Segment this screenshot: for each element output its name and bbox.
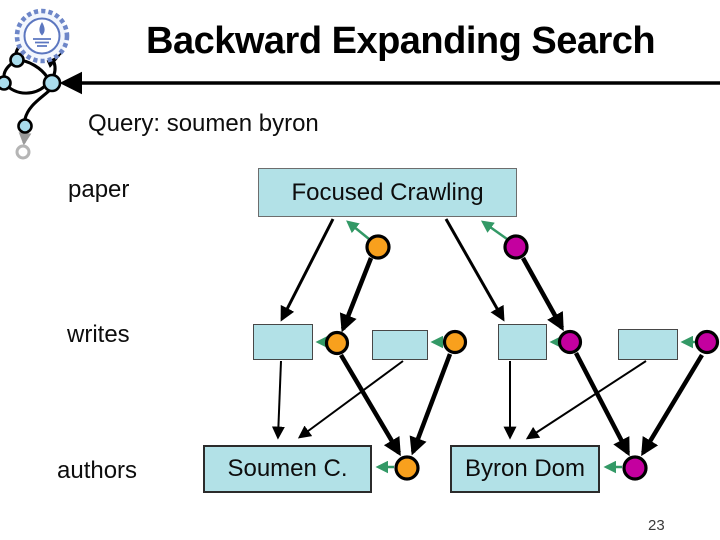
writes-page-box-4 (618, 329, 678, 360)
soumen-box: Soumen C. (203, 445, 372, 493)
paper-node-soumen (365, 234, 391, 260)
edge-page1-to-soumen (271, 360, 285, 440)
edge-orange-mid1-to-bottom (339, 353, 401, 457)
byron-box: Byron Dom (450, 445, 600, 493)
writes-node-byron-2 (694, 329, 720, 355)
writes-page-box-1 (253, 324, 313, 360)
edge-orange-top-to-mid1 (339, 257, 374, 333)
match-arrow-orange-to-fc (346, 220, 370, 240)
writes-page-box-2 (372, 330, 428, 360)
edge-magenta-mid1-to-bottom (574, 351, 630, 457)
focused-crawling-box: Focused Crawling (258, 168, 517, 217)
decor-node-hub (42, 73, 62, 93)
edge-fc-to-page1 (280, 218, 335, 322)
iitb-logo-icon (14, 8, 70, 64)
decor-node (0, 75, 12, 91)
edge-orange-mid2-to-bottom (409, 353, 453, 456)
row-label-paper: paper (68, 176, 130, 203)
edge-page4-to-byron (525, 360, 647, 440)
query-text: Query: soumen byron (88, 110, 319, 137)
edge-page2-to-soumen (297, 360, 404, 439)
focused-crawling-label: Focused Crawling (291, 178, 484, 206)
paper-node-byron (503, 234, 529, 260)
author-node-byron (622, 455, 648, 481)
page-number: 23 (648, 517, 665, 534)
edge-magenta-mid2-to-bottom (641, 353, 704, 457)
edge-fc-to-page3 (444, 218, 505, 322)
soumen-label: Soumen C. (227, 455, 348, 482)
writes-page-box-3 (498, 324, 547, 360)
writes-node-soumen-2 (442, 329, 468, 355)
row-label-writes: writes (67, 321, 130, 348)
decor-gray-arrow (18, 132, 32, 146)
decor-node (9, 52, 25, 68)
decor-node (17, 118, 33, 134)
writes-node-byron-1 (557, 329, 583, 355)
row-label-authors: authors (57, 457, 138, 484)
edge-magenta-top-to-mid1 (521, 256, 564, 332)
writes-node-soumen-1 (324, 330, 350, 356)
match-arrow-magenta-to-fc (480, 220, 508, 241)
byron-label: Byron Dom (464, 455, 586, 482)
author-node-soumen (394, 455, 420, 481)
decor-node-ghost (15, 144, 31, 160)
slide-title: Backward Expanding Search (146, 20, 656, 62)
decor-edge (23, 88, 52, 121)
